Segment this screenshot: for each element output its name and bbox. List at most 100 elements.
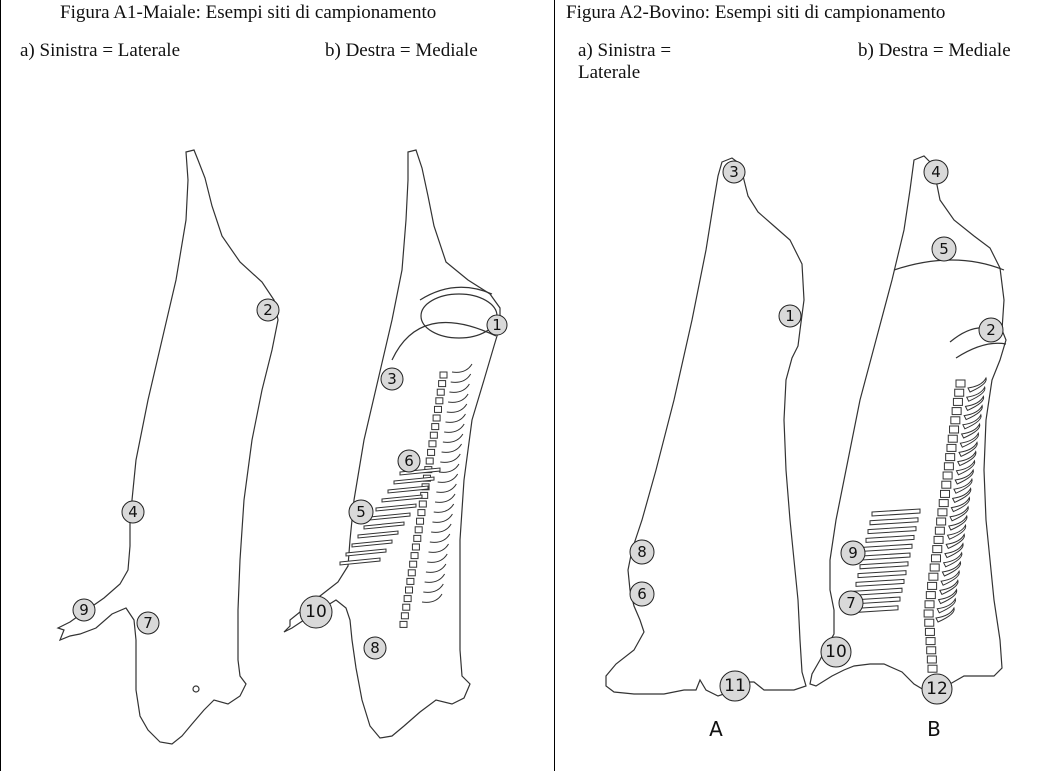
pig-vertebra: [429, 441, 436, 447]
pig-rib-process: [431, 524, 451, 532]
pig-rib-process: [422, 594, 442, 602]
pig-rib-process: [425, 574, 445, 582]
marker-bovine-lateral-3: 3: [723, 161, 745, 183]
pig-rib: [352, 540, 392, 547]
pig-rib: [394, 477, 434, 484]
svg-text:7: 7: [143, 614, 153, 632]
pig-rib-process: [429, 544, 449, 552]
bovine-vertebra: [927, 647, 936, 654]
svg-text:11: 11: [724, 676, 746, 696]
marker-pig-medial-6: 6: [398, 450, 420, 472]
pig-vertebra: [410, 561, 417, 567]
pig-vertebra: [419, 501, 426, 507]
marker-bovine-medial-9: 9: [841, 541, 865, 565]
svg-text:2: 2: [263, 301, 273, 319]
marker-bovine-lateral-8: 8: [630, 540, 654, 564]
bovine-vertebra: [951, 417, 960, 424]
bovine-vertebra: [952, 408, 961, 415]
bovine-vertebra: [927, 656, 936, 663]
pig-rib: [346, 549, 386, 556]
marker-bovine-medial-12: 12: [922, 674, 952, 704]
marker-bovine-medial-7: 7: [839, 591, 863, 615]
bovine-vertebra: [943, 472, 952, 479]
marker-bovine-medial-5: 5: [932, 237, 956, 261]
pig-rib: [376, 504, 416, 511]
pig-rib-process: [434, 504, 454, 512]
bovine-vertebra: [944, 463, 953, 470]
marker-bovine-medial-4: 4: [924, 160, 948, 184]
marker-pig-lateral-4: 4: [122, 501, 144, 523]
bovine-rib: [872, 509, 920, 516]
pig-rib: [358, 531, 398, 538]
pig-vertebra: [411, 553, 418, 559]
pig-vertebra: [407, 578, 414, 584]
pig-rib-process: [440, 454, 460, 462]
bovine-vertebra: [947, 444, 956, 451]
marker-bovine-medial-10: 10: [821, 637, 851, 667]
pig-rib-process: [443, 434, 463, 442]
pig-rib-process: [430, 534, 450, 542]
bovine-vertebra: [942, 481, 951, 488]
pig-vertebra: [401, 613, 408, 619]
pig-vertebra: [432, 424, 439, 430]
pig-vertebra: [408, 570, 415, 576]
svg-text:3: 3: [729, 163, 739, 181]
bovine-vertebra: [938, 509, 947, 516]
bovine-vertebra: [946, 454, 955, 461]
svg-text:7: 7: [846, 594, 856, 612]
pig-vertebra: [426, 458, 433, 464]
marker-bovine-medial-2: 2: [979, 318, 1003, 342]
pig-rib-process: [439, 464, 459, 472]
marker-bovine-lateral-6: 6: [630, 582, 654, 606]
bovine-figure-cell: Figura A2-Bovino: Esempi siti di campion…: [554, 0, 1063, 771]
pig-rib-process: [435, 494, 455, 502]
svg-text:5: 5: [356, 503, 366, 521]
bovine-medial-outline: [810, 156, 1006, 690]
pig-medial-outline: [284, 150, 500, 738]
bovine-rib: [864, 544, 912, 551]
bovine-rib: [868, 527, 916, 534]
marker-pig-medial-10: 10: [300, 596, 332, 628]
bovine-rib: [866, 535, 914, 542]
pig-rib-process: [444, 424, 464, 432]
bovine-vertebra: [925, 601, 934, 608]
bovine-lateral-outline: [606, 158, 806, 696]
pig-vertebra: [430, 432, 437, 438]
carcass-label-a: A: [709, 717, 723, 741]
svg-text:10: 10: [825, 642, 847, 662]
pig-rib-process: [432, 514, 452, 522]
pig-rib: [340, 558, 380, 565]
pig-figure-cell: Figura A1-Maiale: Esempi siti di campion…: [0, 0, 554, 771]
bovine-ribs: [850, 378, 986, 622]
pig-vertebra: [400, 621, 407, 627]
svg-text:9: 9: [79, 601, 89, 619]
svg-text:1: 1: [492, 316, 502, 334]
pig-diagram: 2 4 7 9 1 3 5 6 8 10: [0, 0, 554, 771]
pig-vertebra: [437, 389, 444, 395]
pig-rib-process: [449, 384, 469, 392]
svg-text:8: 8: [637, 543, 647, 561]
marker-pig-medial-5: 5: [349, 500, 373, 524]
pig-vertebra: [439, 381, 446, 387]
pig-vertebra: [417, 518, 424, 524]
pig-rib: [364, 522, 404, 529]
pig-vertebra: [436, 398, 443, 404]
bovine-rib: [854, 588, 902, 595]
pig-rib-process: [423, 584, 443, 592]
bovine-rib: [858, 571, 906, 578]
svg-text:1: 1: [785, 307, 795, 325]
bovine-vertebra: [924, 610, 933, 617]
pig-rib: [382, 495, 422, 502]
pig-rib-process: [445, 414, 465, 422]
pig-vertebra: [418, 510, 425, 516]
pig-rib-process: [442, 444, 462, 452]
pig-vertebra: [406, 587, 413, 593]
pig-vertebra: [434, 406, 441, 412]
marker-pig-medial-8: 8: [364, 637, 386, 659]
pig-vertebra: [433, 415, 440, 421]
pig-vertebra: [412, 544, 419, 550]
bovine-vertebra: [939, 500, 948, 507]
svg-text:4: 4: [931, 163, 941, 181]
bovine-vertebra: [935, 527, 944, 534]
bovine-vertebra: [925, 628, 934, 635]
